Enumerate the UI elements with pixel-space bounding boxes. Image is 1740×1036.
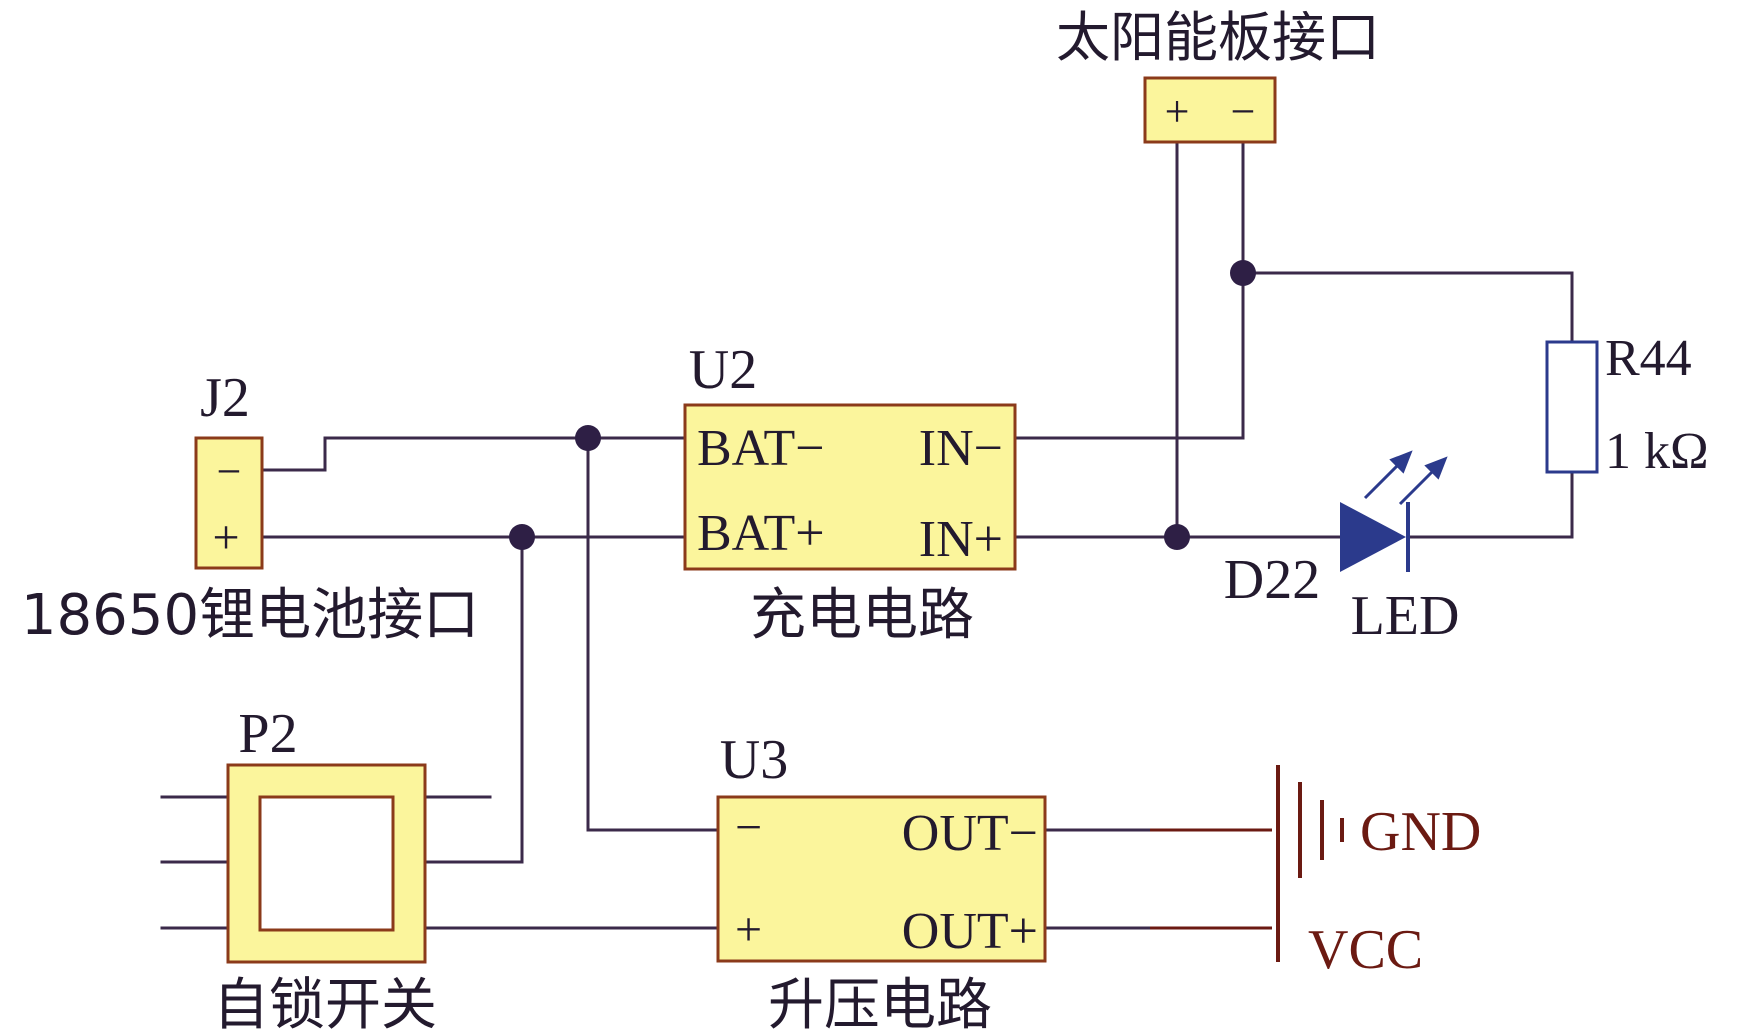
gnd-label: GND [1360, 801, 1481, 863]
u3-minus: − [735, 801, 762, 854]
r44-value: 1 kΩ [1605, 423, 1709, 480]
d22-ref: D22 [1224, 549, 1320, 611]
wire-switch [423, 535, 524, 864]
d22-type: LED [1351, 585, 1460, 647]
j2-caption: 18650锂电池接口 [21, 583, 479, 648]
u2-bat-plus: BAT+ [697, 505, 825, 562]
junction-in-plus [1164, 524, 1190, 550]
power-symbols: GND VCC [1276, 765, 1481, 981]
led-d22: D22 LED [1224, 450, 1460, 647]
solar-connector: 太阳能板接口 + − [1056, 6, 1380, 144]
u3-out-plus: OUT+ [902, 903, 1038, 960]
wires [160, 140, 1574, 930]
u2-in-minus: IN− [919, 420, 1003, 477]
u2-caption: 充电电路 [750, 583, 974, 648]
junctions [509, 260, 1256, 550]
u2-in-plus: IN+ [919, 511, 1003, 568]
u3-ref: U3 [720, 729, 788, 791]
junction-bat-plus [509, 524, 535, 550]
junction-bat-minus [575, 425, 601, 451]
u3-plus: + [735, 903, 762, 956]
battery-connector: J2 − + 18650锂电池接口 [21, 367, 479, 648]
solar-plus: + [1165, 87, 1190, 136]
led-triangle [1340, 502, 1406, 572]
r44-ref: R44 [1605, 330, 1692, 387]
wire-r-top [1241, 271, 1574, 344]
switch-p2: P2 自锁开关 [213, 703, 437, 1036]
j2-minus: − [217, 447, 242, 496]
j2-plus: + [212, 511, 239, 564]
u2-box [683, 403, 1017, 571]
u2-ref: U2 [689, 339, 757, 401]
j2-box [194, 436, 264, 570]
p2-ref: P2 [238, 703, 297, 765]
wire-in-minus [1013, 140, 1245, 440]
wire-led-r [1406, 470, 1574, 539]
solar-minus: − [1231, 87, 1256, 136]
solar-title: 太阳能板接口 [1056, 6, 1380, 69]
r44-body [1545, 340, 1599, 474]
p2-caption: 自锁开关 [213, 973, 437, 1036]
solar-box [1143, 76, 1277, 144]
u3-out-minus: OUT− [902, 805, 1038, 862]
junction-in-minus [1230, 260, 1256, 286]
wire-bat-minus [260, 436, 687, 472]
u3-caption: 升压电路 [768, 973, 992, 1036]
wire-u3-minus [586, 436, 720, 832]
charger-u2: U2 BAT− IN− BAT+ IN+ 充电电路 [683, 339, 1017, 648]
vcc-label: VCC [1308, 919, 1423, 981]
p2-inner [258, 795, 395, 932]
j2-ref: J2 [200, 367, 250, 429]
led-emission-arrows [1363, 450, 1448, 506]
u3-box [716, 795, 1047, 963]
boost-u3: U3 − OUT− + OUT+ 升压电路 [716, 729, 1047, 1036]
resistor-r44: R44 1 kΩ [1545, 330, 1709, 480]
u2-bat-minus: BAT− [697, 420, 825, 477]
